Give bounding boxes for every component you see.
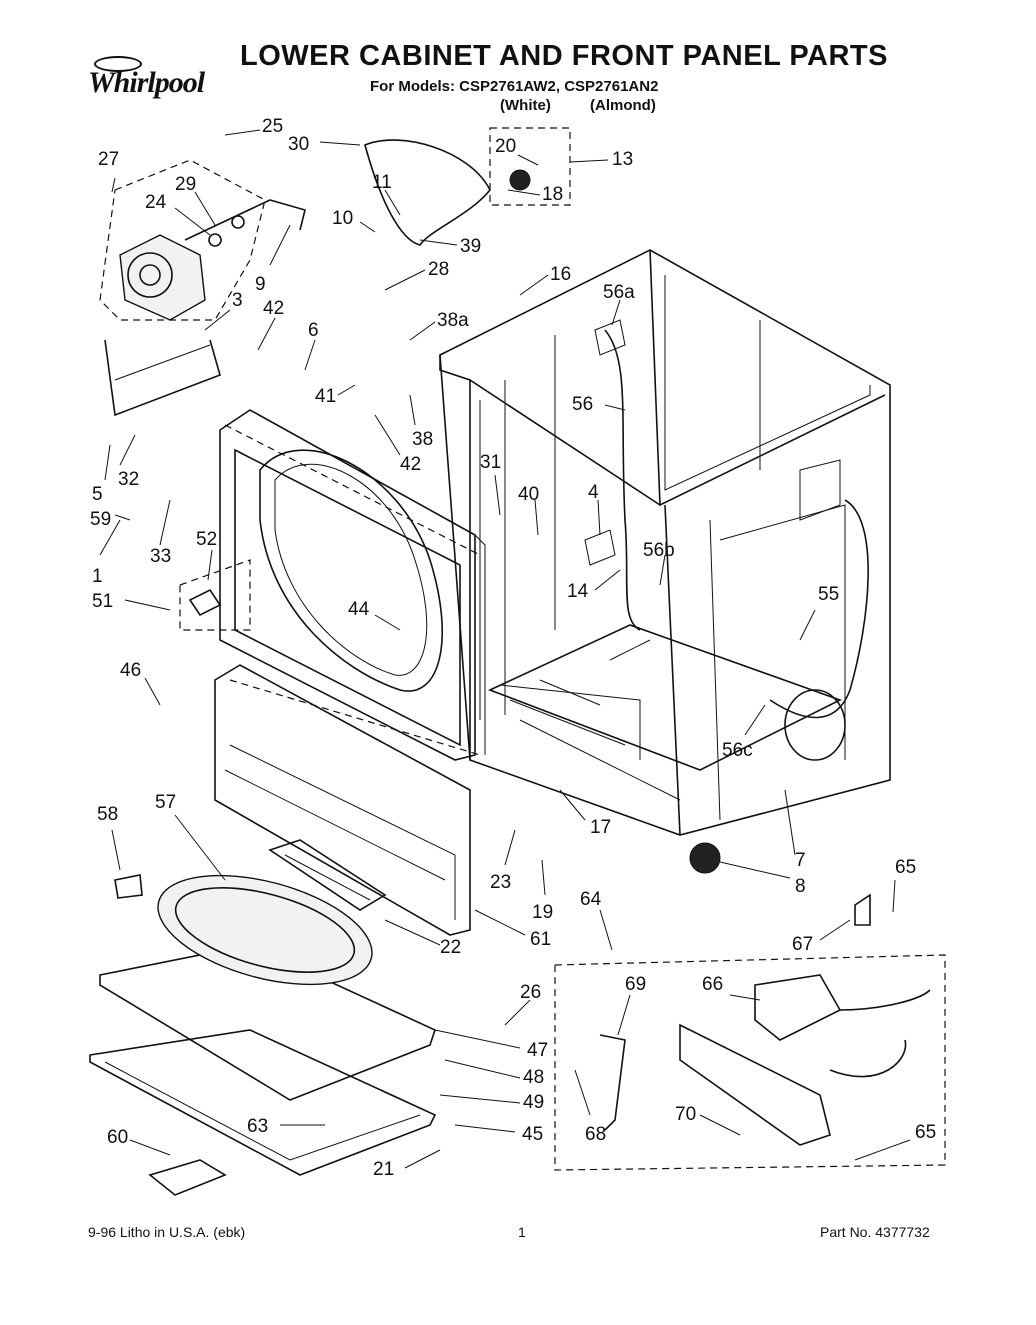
callout-24: 24 [145, 192, 167, 213]
drive-belt [364, 139, 491, 246]
callout-4: 4 [588, 482, 599, 503]
callout-19: 19 [532, 902, 553, 923]
callout-42-lower: 42 [400, 454, 421, 475]
callout-18: 18 [542, 184, 563, 205]
callout-56c: 56c [722, 740, 753, 761]
callout-1: 1 [92, 566, 103, 587]
callout-40: 40 [518, 484, 539, 505]
callout-51: 51 [92, 591, 113, 612]
model-color-white: (White) [500, 97, 551, 114]
callout-38a: 38a [437, 310, 469, 331]
callout-14: 14 [567, 581, 589, 602]
idler-group-box [489, 127, 571, 206]
base-assembly [89, 874, 437, 1196]
model-color-almond: (Almond) [590, 97, 656, 114]
callout-42-upper: 42 [263, 298, 284, 319]
callout-61: 61 [530, 929, 551, 950]
toe-panel [214, 664, 471, 936]
callout-5: 5 [92, 484, 103, 505]
front-panel [219, 409, 486, 761]
litho-note: 9-96 Litho in U.S.A. (ebk) [88, 1224, 246, 1240]
callout-49: 49 [523, 1092, 544, 1113]
idler-pulley [509, 169, 531, 191]
callout-45: 45 [522, 1124, 543, 1145]
callout-68: 68 [585, 1124, 606, 1145]
callout-64: 64 [580, 889, 602, 910]
callout-65-lower: 65 [915, 1122, 936, 1143]
callout-57: 57 [155, 792, 176, 813]
callout-23: 23 [490, 872, 511, 893]
whirlpool-swirl-icon [94, 56, 142, 72]
callout-56b: 56b [643, 540, 675, 561]
callout-59: 59 [90, 509, 111, 530]
callout-44: 44 [348, 599, 370, 620]
callout-7: 7 [795, 850, 806, 871]
callout-46: 46 [120, 660, 141, 681]
callout-38: 38 [412, 429, 433, 450]
callout-25: 25 [262, 116, 283, 137]
callout-9: 9 [255, 274, 266, 295]
callout-11: 11 [372, 172, 392, 193]
callout-8: 8 [795, 876, 806, 897]
page-number: 1 [518, 1224, 526, 1240]
callout-labels: 25 30 27 29 24 20 13 18 11 10 39 28 16 9… [90, 116, 936, 1180]
callout-52: 52 [196, 529, 217, 550]
callout-21: 21 [373, 1159, 394, 1180]
callout-31: 31 [480, 452, 501, 473]
callout-28: 28 [428, 259, 449, 280]
callout-33: 33 [150, 546, 171, 567]
callout-69: 69 [625, 974, 646, 995]
callout-39: 39 [460, 236, 481, 257]
callout-65-upper: 65 [895, 857, 916, 878]
callout-10: 10 [332, 208, 353, 229]
callout-66: 66 [702, 974, 723, 995]
callout-20: 20 [495, 136, 516, 157]
motor-assembly [99, 159, 306, 417]
callout-6: 6 [308, 320, 319, 341]
models-line: For Models: CSP2761AW2, CSP2761AN2 [370, 78, 659, 95]
callout-67: 67 [792, 934, 813, 955]
callout-3: 3 [232, 290, 243, 311]
page-title: LOWER CABINET AND FRONT PANEL PARTS [240, 40, 888, 72]
callout-16: 16 [550, 264, 571, 285]
callout-48: 48 [523, 1067, 544, 1088]
callout-70: 70 [675, 1104, 696, 1125]
wire-harness-56 [604, 329, 641, 631]
callout-47: 47 [527, 1040, 548, 1061]
callout-63: 63 [247, 1116, 268, 1137]
callout-13: 13 [612, 149, 633, 170]
gas-valve-group [554, 954, 946, 1171]
part-number: Part No. 4377732 [820, 1224, 930, 1240]
whirlpool-logo: Whirlpool [88, 52, 238, 104]
callout-32: 32 [118, 469, 139, 490]
callout-26: 26 [520, 982, 541, 1003]
callout-56a: 56a [603, 282, 635, 303]
callout-27: 27 [98, 149, 119, 170]
callout-29: 29 [175, 174, 196, 195]
callout-41: 41 [315, 386, 336, 407]
leader-lines [99, 129, 911, 1169]
brand-name: Whirlpool [88, 66, 205, 99]
callout-55: 55 [818, 584, 839, 605]
callout-56: 56 [572, 394, 593, 415]
leveling-leg [689, 842, 721, 874]
callout-22: 22 [440, 937, 461, 958]
callout-58: 58 [97, 804, 118, 825]
callout-30: 30 [288, 134, 309, 155]
cabinet-body [439, 249, 891, 836]
callout-60: 60 [107, 1127, 128, 1148]
callout-17: 17 [590, 817, 611, 838]
